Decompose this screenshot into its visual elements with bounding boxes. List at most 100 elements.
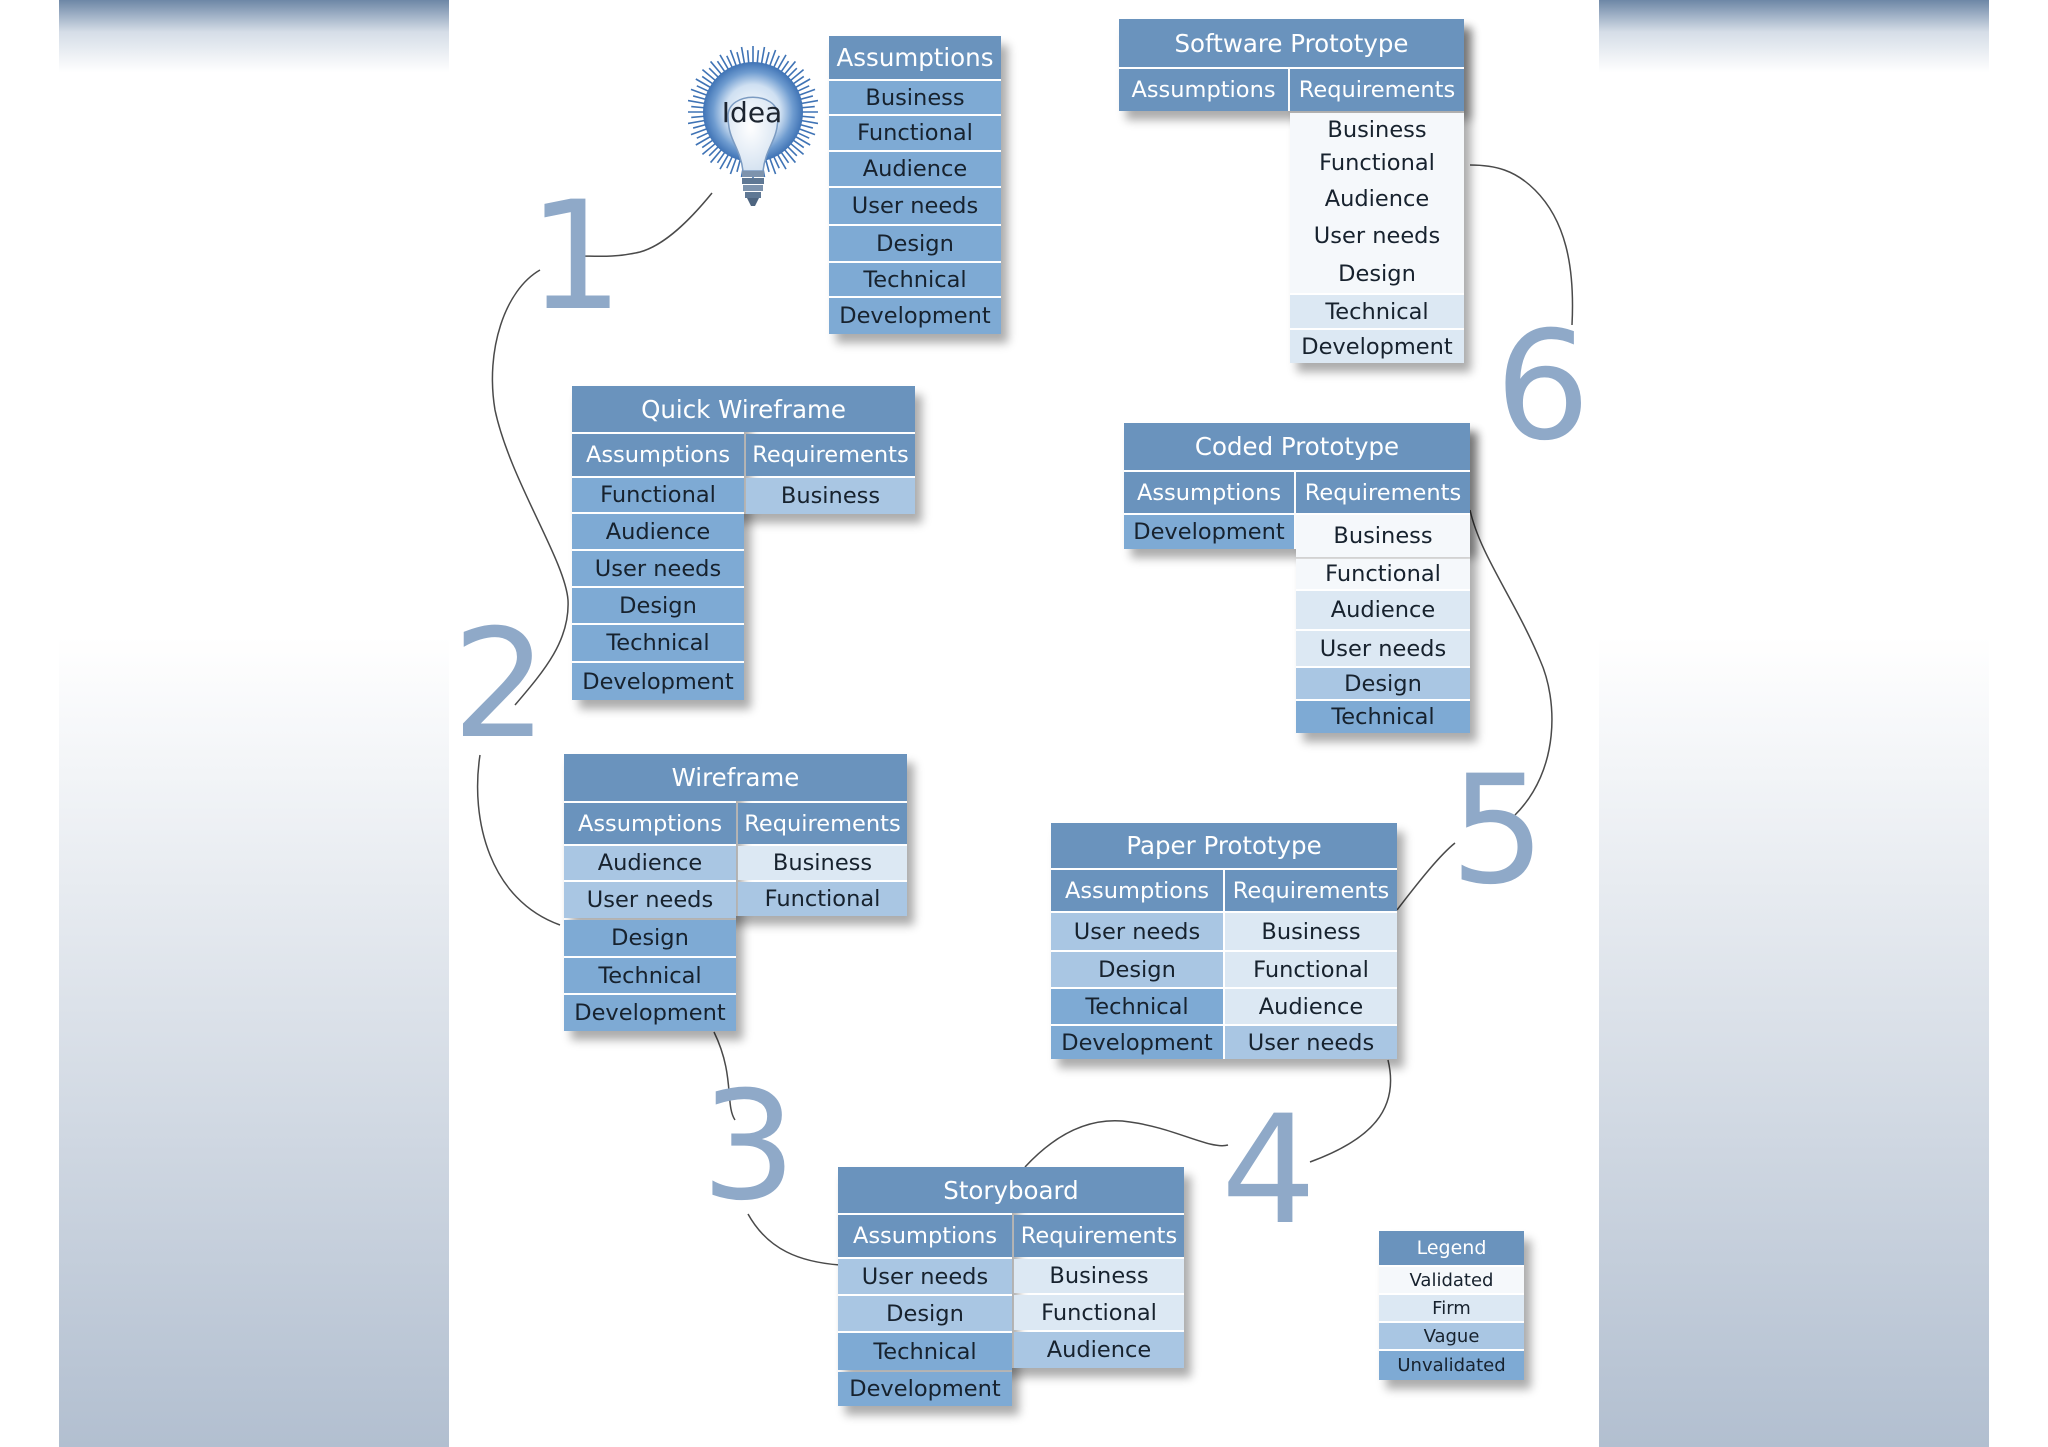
quick-wireframe-assumption-technical: Technical: [572, 625, 744, 661]
paper-prototype-title: Paper Prototype: [1051, 823, 1397, 868]
paper-prototype-requirements-header: Requirements: [1225, 870, 1397, 911]
paper-prototype-requirement-business: Business: [1225, 913, 1397, 950]
wireframe-assumption-technical: Technical: [564, 958, 736, 993]
stage-quick-wireframe: Quick Wireframe Assumptions Requirements…: [572, 386, 915, 700]
paper-prototype-assumption-user-needs: User needs: [1051, 913, 1223, 950]
step-number-2: 2: [452, 598, 548, 772]
wireframe-assumptions-header: Assumptions: [564, 803, 736, 844]
legend-item-firm: Firm: [1379, 1295, 1524, 1321]
wireframe-requirement-functional: Functional: [738, 882, 907, 916]
paper-prototype-assumption-design: Design: [1051, 952, 1223, 987]
stage-paper-prototype-table: Paper Prototype Assumptions Requirements…: [1051, 823, 1397, 1059]
assumption-technical: Technical: [829, 263, 1001, 296]
idea-label: Idea: [721, 96, 783, 129]
quick-wireframe-requirements-header: Requirements: [746, 434, 915, 476]
coded-prototype-requirement-technical: Technical: [1296, 701, 1470, 733]
connector-6-software: [1469, 164, 1574, 326]
quick-wireframe-assumptions-header: Assumptions: [572, 434, 744, 476]
assumption-audience: Audience: [829, 152, 1001, 186]
quick-wireframe-title: Quick Wireframe: [572, 386, 915, 432]
right-background-panel: [1599, 0, 1989, 1447]
storyboard-assumption-design: Design: [838, 1296, 1012, 1331]
quick-wireframe-assumption-user-needs: User needs: [572, 551, 744, 586]
wireframe-requirements-header: Requirements: [738, 803, 907, 844]
paper-prototype-requirement-audience: Audience: [1225, 989, 1397, 1024]
coded-prototype-assumptions-header: Assumptions: [1124, 472, 1294, 513]
storyboard-requirement-business: Business: [1014, 1259, 1184, 1293]
wireframe-title: Wireframe: [564, 754, 907, 801]
storyboard-requirements-header: Requirements: [1014, 1215, 1184, 1257]
quick-wireframe-assumption-functional: Functional: [572, 478, 744, 512]
step-number-5: 5: [1450, 744, 1546, 918]
assumptions-panel: Assumptions Business Functional Audience…: [829, 36, 1001, 334]
coded-prototype-requirement-business: Business: [1296, 515, 1470, 557]
quick-wireframe-assumption-development: Development: [572, 663, 744, 700]
coded-prototype-title: Coded Prototype: [1124, 423, 1470, 470]
step-number-6: 6: [1495, 300, 1591, 474]
wireframe-assumption-audience: Audience: [564, 846, 736, 880]
storyboard-requirement-functional: Functional: [1014, 1295, 1184, 1330]
step-number-1: 1: [528, 170, 624, 344]
paper-prototype-requirement-user-needs: User needs: [1225, 1026, 1397, 1059]
software-prototype-requirement-user-needs: User needs: [1290, 218, 1464, 254]
quick-wireframe-assumption-audience: Audience: [572, 514, 744, 549]
software-prototype-requirement-development: Development: [1290, 330, 1464, 363]
paper-prototype-assumptions-header: Assumptions: [1051, 870, 1223, 911]
connector-5-6: [1469, 509, 1553, 816]
coded-prototype-requirement-design: Design: [1296, 668, 1470, 699]
connector-idea-1: [579, 192, 713, 258]
storyboard-assumption-development: Development: [838, 1372, 1012, 1406]
wireframe-assumption-design: Design: [564, 920, 736, 956]
coded-prototype-requirements-header: Requirements: [1296, 472, 1470, 513]
quick-wireframe-assumption-design: Design: [572, 588, 744, 623]
assumption-business: Business: [829, 81, 1001, 114]
storyboard-title: Storyboard: [838, 1167, 1184, 1213]
legend-item-vague: Vague: [1379, 1323, 1524, 1349]
paper-prototype-requirement-functional: Functional: [1225, 952, 1397, 987]
connector-storyboard-4: [1024, 1120, 1229, 1168]
software-prototype-requirements-header: Requirements: [1290, 69, 1464, 111]
software-prototype-requirement-technical: Technical: [1290, 295, 1464, 328]
legend-title: Legend: [1379, 1231, 1524, 1265]
connector-1-2: [491, 269, 569, 706]
connector-4-5: [1309, 1059, 1392, 1163]
wireframe-assumption-user-needs: User needs: [564, 882, 736, 918]
software-prototype-assumptions-header: Assumptions: [1119, 69, 1288, 111]
coded-prototype-requirement-user-needs: User needs: [1296, 631, 1470, 666]
connector-paper-5: [1396, 842, 1456, 911]
wireframe-assumption-development: Development: [564, 995, 736, 1031]
assumption-development: Development: [829, 298, 1001, 334]
connector-2-3: [476, 754, 561, 926]
assumptions-panel-title: Assumptions: [829, 36, 1001, 79]
coded-prototype-requirement-functional: Functional: [1296, 559, 1470, 589]
legend: Legend Validated Firm Vague Unvalidated: [1379, 1231, 1524, 1380]
wireframe-requirement-business: Business: [738, 846, 907, 880]
step-number-4: 4: [1221, 1084, 1317, 1258]
left-background-panel: [59, 0, 449, 1447]
storyboard-assumptions-header: Assumptions: [838, 1215, 1012, 1257]
stage-coded-prototype: Coded Prototype Assumptions Requirements…: [1124, 423, 1470, 733]
lightbulb-icon: [688, 46, 818, 206]
step-number-3: 3: [701, 1060, 797, 1234]
stage-software-prototype: Software Prototype Assumptions Requireme…: [1119, 19, 1464, 363]
quick-wireframe-requirement-business: Business: [746, 478, 915, 514]
coded-prototype-requirement-audience: Audience: [1296, 591, 1470, 629]
paper-prototype-assumption-development: Development: [1051, 1026, 1223, 1059]
storyboard-assumption-user-needs: User needs: [838, 1259, 1012, 1294]
software-prototype-requirement-design: Design: [1290, 254, 1464, 293]
assumption-user-needs: User needs: [829, 188, 1001, 224]
stage-storyboard: Storyboard Assumptions Requirements User…: [838, 1167, 1184, 1406]
software-prototype-title: Software Prototype: [1119, 19, 1464, 67]
assumption-functional: Functional: [829, 116, 1001, 150]
storyboard-assumption-technical: Technical: [838, 1333, 1012, 1370]
software-prototype-requirement-functional: Functional: [1290, 146, 1464, 179]
stage-wireframe: Wireframe Assumptions Requirements Audie…: [564, 754, 907, 1031]
coded-prototype-assumption-development: Development: [1124, 515, 1294, 549]
assumption-design: Design: [829, 226, 1001, 261]
paper-prototype-assumption-technical: Technical: [1051, 989, 1223, 1024]
software-prototype-requirement-business: Business: [1290, 113, 1464, 146]
connector-3-4: [713, 1031, 736, 1121]
storyboard-requirement-audience: Audience: [1014, 1332, 1184, 1368]
legend-item-unvalidated: Unvalidated: [1379, 1351, 1524, 1380]
